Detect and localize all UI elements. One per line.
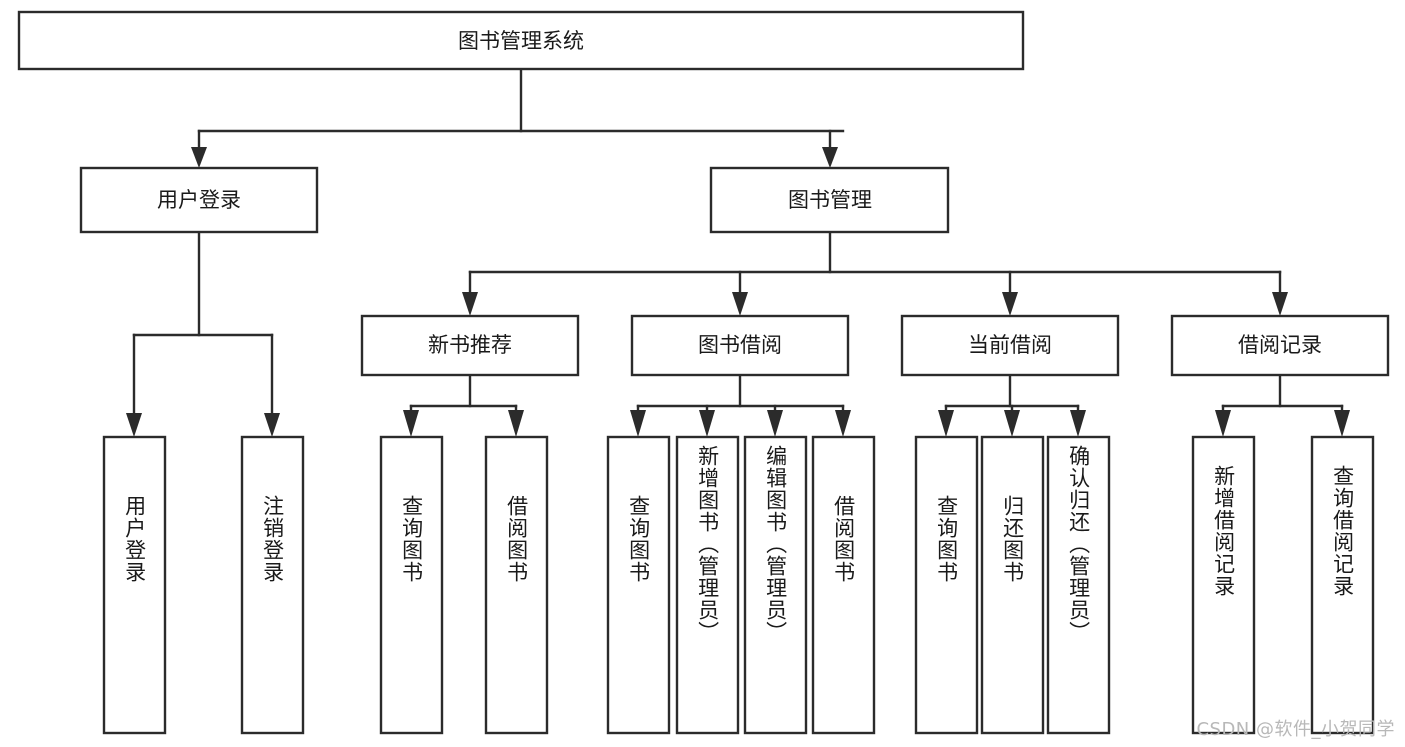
node-book-borrow[interactable]: 图书借阅	[630, 314, 850, 377]
node-book-borrow-label: 图书借阅	[698, 333, 782, 357]
node-book-management-box	[709, 166, 950, 234]
leaf-box-user-login[interactable]	[102, 435, 167, 735]
connector-borrowrecord-to-leaves	[1215, 373, 1350, 437]
connector-currentborrow-to-leaves	[938, 373, 1086, 437]
node-borrow-record[interactable]: 借阅记录	[1170, 314, 1390, 377]
connector-root-to-level2	[191, 67, 845, 168]
leaf-box-confirm-return-admin[interactable]	[1046, 435, 1111, 735]
node-root[interactable]: 图书管理系统	[17, 10, 1025, 71]
leaf-box-add-borrow-record[interactable]	[1191, 435, 1256, 735]
leaf-box-edit-book-admin[interactable]	[743, 435, 808, 735]
node-user-login[interactable]: 用户登录	[79, 166, 319, 234]
leaf-box-borrow-book[interactable]	[811, 435, 876, 735]
node-borrow-record-box	[1170, 314, 1390, 377]
node-current-borrow-box	[900, 314, 1120, 377]
leaf-box-query-borrow-record[interactable]	[1310, 435, 1375, 735]
node-new-book-recommend-box	[360, 314, 580, 377]
node-book-management[interactable]: 图书管理	[709, 166, 950, 234]
connector-newbook-to-leaves	[403, 373, 524, 437]
node-new-book-recommend[interactable]: 新书推荐	[360, 314, 580, 377]
node-new-book-recommend-label: 新书推荐	[428, 333, 512, 357]
node-book-management-label: 图书管理	[788, 188, 872, 212]
leaf-box-return-book[interactable]	[980, 435, 1045, 735]
leaf-box-query-book-current[interactable]	[914, 435, 979, 735]
node-root-box	[17, 10, 1025, 71]
leaf-box-add-book-admin[interactable]	[675, 435, 740, 735]
node-book-borrow-box	[630, 314, 850, 377]
leaf-box-borrow-book-new[interactable]	[484, 435, 549, 735]
watermark-text: CSDN @软件_小贺同学	[1196, 719, 1395, 740]
leaf-box-query-book-borrow[interactable]	[606, 435, 671, 735]
node-current-borrow[interactable]: 当前借阅	[900, 314, 1120, 377]
node-current-borrow-label: 当前借阅	[968, 333, 1052, 357]
connector-bookborrow-to-leaves	[630, 373, 851, 437]
leaf-box-logout[interactable]	[240, 435, 305, 735]
node-borrow-record-label: 借阅记录	[1238, 333, 1322, 357]
node-root-label: 图书管理系统	[458, 29, 584, 53]
node-user-login-label: 用户登录	[157, 188, 241, 212]
connector-bookmgmt-to-level3	[462, 230, 1288, 316]
leaf-box-query-book-new[interactable]	[379, 435, 444, 735]
connector-userlogin-to-leaves	[126, 230, 280, 437]
node-user-login-box	[79, 166, 319, 234]
